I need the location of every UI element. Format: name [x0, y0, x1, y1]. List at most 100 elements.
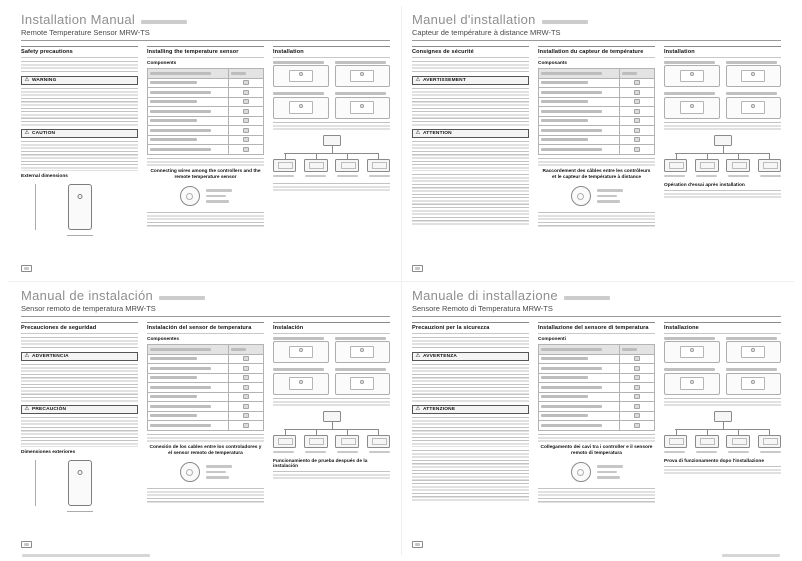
component-image-placeholder [634, 394, 641, 400]
caution-label: ATTENZIONE [422, 407, 456, 413]
component-row [147, 106, 264, 117]
component-figure-cell [619, 87, 655, 98]
component-name-cell [147, 96, 230, 108]
component-name-header [147, 68, 230, 79]
wire-line [347, 428, 349, 436]
wire-line [331, 421, 333, 429]
page-header: Installation Manual Remote Temperature S… [21, 13, 390, 42]
step-caption-placeholder [273, 368, 325, 372]
notes-placeholder [147, 212, 264, 229]
paragraph-placeholder [21, 337, 138, 350]
document-code-placeholder [159, 296, 206, 300]
dimension-line [66, 511, 93, 513]
component-image-placeholder [243, 365, 250, 371]
text-placeholder [150, 376, 198, 380]
text-placeholder [695, 174, 718, 178]
manual-page: Manual de instalación Sensor remoto de t… [21, 289, 390, 549]
step-caption-placeholder [273, 61, 325, 64]
text-placeholder [541, 147, 602, 151]
wire-bus-line [283, 428, 380, 430]
title-row: Manual de instalación [21, 289, 390, 303]
wiring-heading: Collegamento dei cavi tra i controller e… [540, 444, 653, 456]
controller-units [664, 159, 781, 173]
components-label: Components [147, 61, 177, 67]
controller-labels [664, 450, 781, 454]
safety-heading: Precauzioni per la sicurezza [412, 322, 529, 335]
cable-circle [179, 186, 200, 207]
component-figure-cell [619, 382, 655, 393]
component-figure-cell [619, 144, 655, 155]
screw-hole-shape [360, 348, 365, 353]
wiring-heading: Conexión de los cables entre los control… [149, 444, 262, 456]
text-placeholder [541, 347, 602, 351]
component-name-cell [147, 372, 230, 384]
text-placeholder [596, 465, 623, 468]
text-placeholder [541, 376, 589, 380]
text-placeholder [695, 450, 718, 454]
page-number-badge [21, 265, 32, 272]
component-figure-cell [228, 382, 264, 393]
component-row [538, 420, 655, 431]
components-label: Composants [538, 61, 568, 67]
component-name-cell [147, 144, 230, 155]
text-placeholder [24, 543, 29, 546]
figure-labels [596, 189, 623, 203]
installation-step [664, 337, 720, 364]
component-row [538, 363, 655, 374]
component-name-cell [538, 391, 621, 403]
text-placeholder [150, 404, 211, 408]
text-placeholder [231, 347, 247, 351]
document-code-placeholder [563, 296, 610, 300]
component-row [538, 401, 655, 412]
page-columns: Safety precautions ⚠ WARNING ⚠ CAUTION E… [21, 46, 390, 252]
wire-bus-line [674, 152, 771, 154]
document-code-placeholder [141, 20, 188, 24]
text-placeholder [273, 174, 295, 178]
screw-hole-shape [751, 72, 756, 77]
screw-hole-shape [360, 379, 365, 384]
controller-box [664, 159, 688, 173]
installation-figure [334, 372, 390, 395]
component-image-placeholder [243, 375, 250, 381]
dimensions-heading: External dimensions [21, 174, 68, 180]
wiring-heading: Connecting wires among the controllers a… [150, 168, 261, 180]
caution-box: ⚠ CAUTION [21, 129, 138, 139]
component-name-header [147, 344, 230, 355]
text-placeholder [336, 450, 359, 454]
component-figure-cell [619, 134, 655, 146]
component-name-cell [147, 115, 230, 127]
screw-hole-shape [689, 348, 694, 353]
wire-line [769, 152, 771, 160]
safety-heading: Safety precautions [21, 46, 138, 59]
text-placeholder [759, 174, 781, 178]
wire-line [706, 428, 708, 436]
text-placeholder [150, 109, 211, 113]
component-name-cell [147, 87, 230, 98]
screw-hole-shape [360, 72, 365, 77]
component-name-cell [538, 363, 621, 374]
text-placeholder [205, 194, 226, 198]
installation-figure [273, 96, 329, 119]
component-qty-header [228, 344, 264, 355]
wire-line [378, 152, 380, 160]
components-table [147, 68, 264, 155]
installation-step [273, 92, 329, 119]
installation-step [664, 368, 720, 395]
component-row [147, 87, 264, 98]
paragraph-placeholder [538, 433, 655, 442]
warning-box: ⚠ AVERTISSEMENT [412, 76, 529, 86]
component-name-cell [538, 372, 621, 384]
manual-page: Manuel d'installation Capteur de tempéra… [412, 13, 781, 273]
warning-label: WARNING [31, 78, 57, 84]
caution-box: ⚠ ATTENTION [412, 129, 529, 139]
dimension-line [66, 235, 93, 237]
component-row [147, 353, 264, 365]
component-name-cell [538, 125, 621, 136]
install-sensor-heading: Instalación del sensor de temperatura [147, 322, 264, 335]
step-caption-placeholder [664, 61, 716, 64]
installation-figure [725, 96, 781, 119]
component-figure-cell [619, 391, 655, 403]
text-placeholder [622, 71, 638, 75]
installation-column: Installation [273, 46, 390, 252]
step-caption-placeholder [273, 337, 325, 340]
